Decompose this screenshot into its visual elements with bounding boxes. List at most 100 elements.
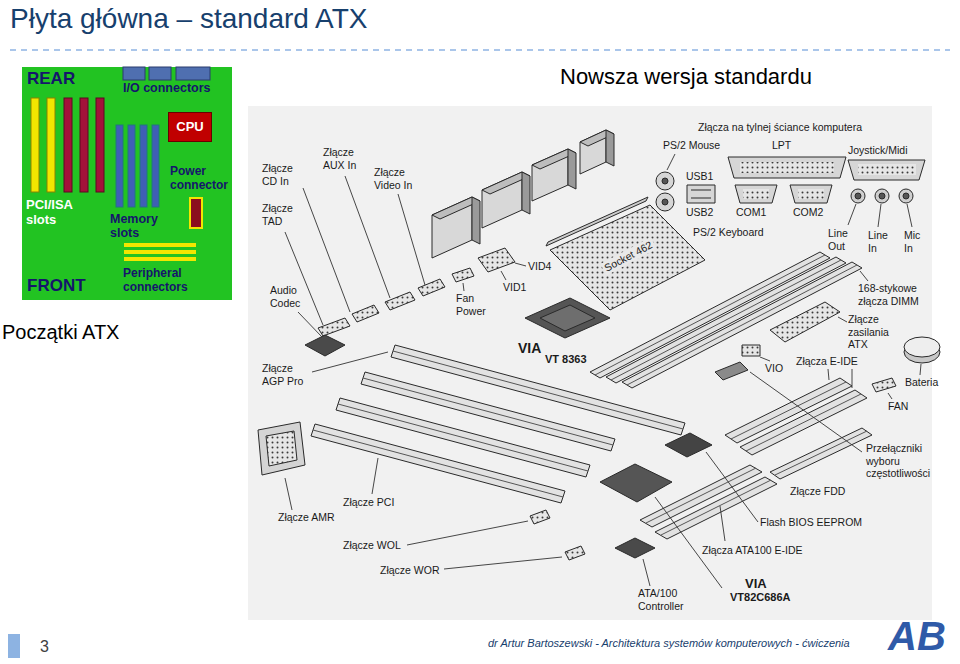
audio-jack: [855, 193, 861, 199]
part-label: Line In: [868, 229, 892, 254]
part-label: VID4: [528, 260, 551, 273]
rear-connector-block: [522, 172, 530, 214]
part-label: Joystick/Midi: [848, 144, 908, 157]
audio-jack: [851, 189, 865, 203]
part-label: Fan Power: [456, 292, 492, 317]
lpt-pins: [740, 162, 834, 173]
ps2-port: [662, 199, 668, 205]
isa-slot: [31, 98, 39, 192]
wor-header: [565, 546, 585, 560]
part-label: Przełączniki wyboru częstotliwości: [866, 442, 942, 480]
battery: [904, 337, 940, 357]
cpu-socket: [550, 205, 705, 310]
side-label: REAR: [27, 69, 75, 89]
chip-marking: VT 8363: [545, 353, 587, 366]
audio-jack: [903, 193, 909, 199]
chip-marking: VIA: [745, 576, 767, 592]
logo-text: AB: [888, 612, 946, 660]
part-label: Audio Codec: [270, 284, 308, 309]
com-port: [790, 185, 832, 203]
board-panel: REARI/O connectorsPCI/ISA slotsMemory sl…: [22, 67, 232, 300]
part-label: Złącze AMR: [278, 511, 335, 524]
pin-header: [418, 279, 445, 296]
com-port: [735, 185, 777, 203]
dip-switch: [715, 362, 748, 380]
pci-slot: [313, 430, 563, 497]
pci-slot: [338, 404, 588, 471]
pin-header: [385, 292, 415, 310]
group-label: Złącza na tylnej ściance komputera: [698, 121, 862, 134]
part-label: USB2: [686, 206, 713, 219]
rear-connector-block: [568, 149, 576, 189]
part-label: Flash BIOS EEPROM: [760, 516, 862, 529]
page-number: 3: [40, 637, 49, 656]
chip-marking: VIA: [518, 340, 541, 357]
audio-codec-chip: [305, 335, 345, 356]
fdd-connector: [775, 431, 867, 475]
part-label: Power connector: [170, 165, 230, 193]
footer-text: dr Artur Bartoszewski - Architektura sys…: [488, 637, 850, 650]
part-label: Bateria: [905, 376, 938, 389]
part-label: VID1: [503, 281, 526, 294]
io-connector: [176, 67, 210, 80]
part-label: FAN: [888, 400, 908, 413]
io-connector: [149, 67, 171, 80]
part-label: PCI/ISA slots: [26, 198, 96, 228]
side-label: FRONT: [27, 276, 86, 296]
ps2-port: [662, 178, 668, 184]
socket-lever: [546, 197, 648, 246]
part-label: Złącze FDD: [790, 485, 845, 498]
power-connector: [190, 198, 202, 228]
subheading: Nowsza wersja standardu: [560, 64, 812, 90]
memory-slot: [116, 125, 123, 207]
part-label: Złącze PCI: [343, 496, 394, 509]
part-label: Złącze AUX In: [323, 146, 367, 171]
part-label: Złącza E-IDE: [796, 355, 858, 368]
footer-marker: [8, 634, 20, 658]
part-label: Złącze zasilania ATX: [848, 313, 900, 351]
title-rule: [10, 49, 950, 51]
isa-slot: [47, 98, 55, 192]
motherboard-illustration: [258, 130, 940, 588]
board-panel: [22, 67, 232, 300]
part-label: LPT: [772, 139, 791, 152]
fdd-connector: [770, 428, 872, 479]
part-label: Złącze AGP Pro: [262, 362, 310, 387]
rear-connector-block: [472, 197, 480, 244]
pci-slot: [80, 98, 88, 192]
pci-slot: [311, 424, 565, 503]
part-label: Złącze WOL: [343, 539, 401, 552]
part-label: PS/2 Mouse: [663, 139, 720, 152]
part-label: Złącza ATA100 E-IDE: [702, 544, 803, 557]
vio-jumper: [742, 345, 760, 356]
peripheral-connector: [124, 257, 196, 261]
illustration-ground: [248, 106, 932, 620]
part-label: COM1: [736, 206, 766, 219]
pci-slot: [96, 98, 104, 192]
part-label: Line Out: [828, 227, 856, 252]
part-label: Mic In: [904, 229, 928, 254]
part-label: USB1: [686, 170, 713, 183]
lpt-port: [728, 157, 846, 178]
part-label: Złącze TAD: [262, 202, 306, 227]
vid-pins: [478, 248, 515, 272]
audio-jack: [899, 189, 913, 203]
peripheral-connector: [124, 243, 196, 247]
dimm-slot: [627, 265, 857, 385]
pci-slot: [64, 98, 72, 192]
part-label: I/O connectors: [123, 81, 211, 95]
ata-connector: [655, 477, 777, 539]
atx-board-sketch: [22, 67, 232, 300]
chip-marking: VT82C686A: [730, 591, 791, 604]
pci-slot: [363, 378, 613, 445]
dimm-slot: [590, 252, 830, 378]
subheading: Początki ATX: [2, 320, 119, 344]
part-label: 168-stykowe złącza DIMM: [858, 282, 928, 307]
rear-connector-block: [606, 130, 614, 166]
io-connector: [123, 67, 145, 80]
part-label: VIO: [765, 362, 783, 375]
dimm-slot: [595, 255, 825, 375]
